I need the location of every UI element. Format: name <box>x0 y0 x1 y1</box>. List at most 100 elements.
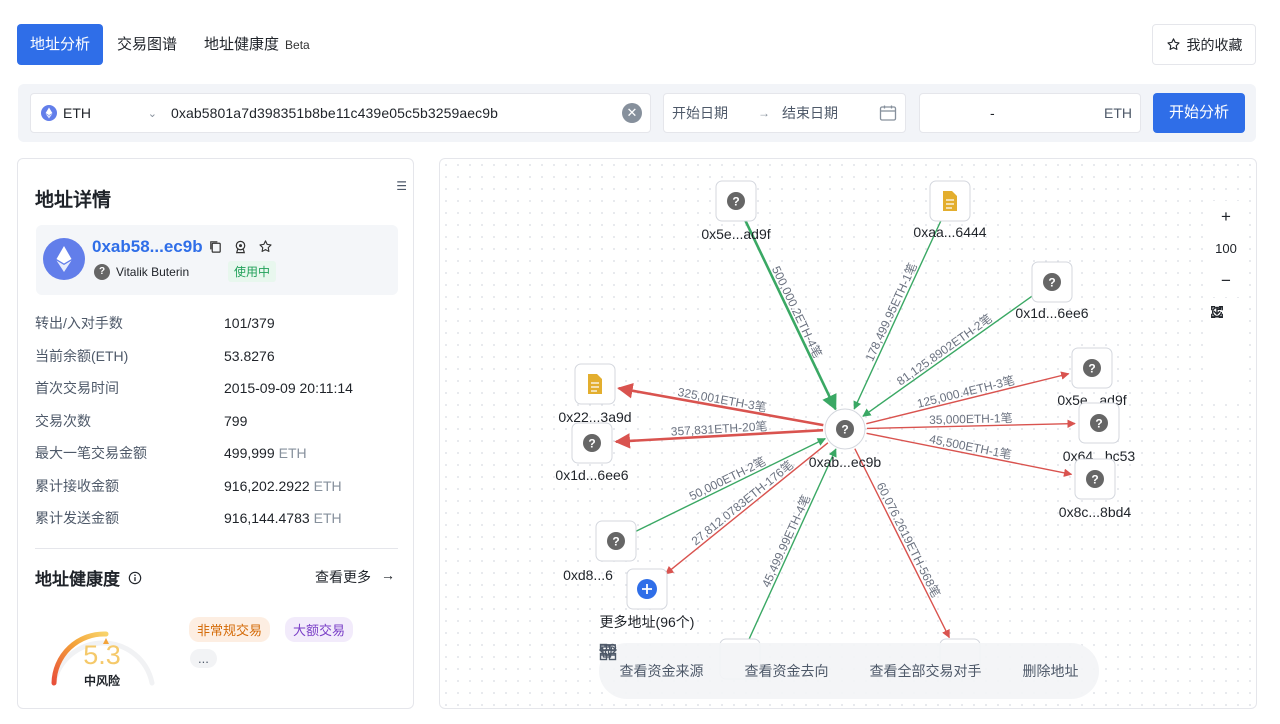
stat-label: 累计接收金额 <box>35 477 119 494</box>
edge-label: 325,001ETH-3笔 <box>677 384 768 415</box>
graph-edge[interactable] <box>866 432 1073 477</box>
end-date-input[interactable]: 结束日期 <box>782 105 838 121</box>
tab-address-health[interactable]: 地址健康度 Beta <box>191 24 323 65</box>
address-node[interactable]: ?0x1d...6ee6 <box>555 422 629 483</box>
graph-edge[interactable] <box>853 220 942 410</box>
action-label: 查看全部交易对手 <box>869 663 982 679</box>
tab-transaction-graph[interactable]: 交易图谱 <box>117 36 178 53</box>
tab-address-analysis[interactable]: 地址分析 <box>17 24 104 65</box>
collapse-menu-icon[interactable]: ☰ <box>396 179 407 193</box>
edge-label: 45,499.99ETH-4笔 <box>758 492 813 589</box>
node-label: 0x5e...ad9f <box>701 226 770 242</box>
graph-edge[interactable] <box>748 448 837 640</box>
zoom-level: 100 <box>1210 233 1242 265</box>
address-node[interactable]: ?0x5e...ad9f <box>701 180 771 242</box>
more-tags[interactable]: ... <box>190 649 217 668</box>
address-short[interactable]: 0xab58...ec9b <box>92 237 203 256</box>
address-detail-panel: 地址详情 ☰ 0xab58...ec9b ? Vitalik Buterin 使… <box>17 158 414 709</box>
question-icon: ? <box>1083 359 1101 377</box>
edge-label: 35,000ETH-1笔 <box>929 410 1013 427</box>
graph-edge[interactable] <box>866 371 1070 425</box>
label-icon[interactable] <box>233 239 248 254</box>
stat-label: 交易次数 <box>35 412 91 429</box>
address-node[interactable]: 0xaa...6444 <box>913 180 987 240</box>
copy-icon[interactable] <box>208 239 223 254</box>
graph-edge[interactable] <box>665 442 829 575</box>
start-analysis-button[interactable]: 开始分析 <box>1153 93 1245 133</box>
download-icon[interactable] <box>1210 306 1242 401</box>
beta-badge: Beta <box>285 38 310 52</box>
amount-range-field[interactable]: - ETH <box>919 93 1141 133</box>
graph-edge[interactable] <box>635 438 826 532</box>
stat-label: 累计发送金额 <box>35 510 119 527</box>
clear-icon[interactable]: ✕ <box>622 103 642 123</box>
question-icon: ? <box>94 264 110 280</box>
zoom-in-button[interactable]: + <box>1210 201 1242 233</box>
address-node[interactable]: 0x22...3a9d <box>558 363 632 425</box>
view-all-counterparties-button[interactable]: 查看全部交易对手 <box>599 643 982 681</box>
chain-select[interactable]: ETH ⌄ <box>31 105 171 121</box>
question-icon: ? <box>607 532 625 550</box>
stat-value: 499,999 <box>224 445 275 462</box>
node-label: 0x1d...6ee6 <box>1015 305 1088 321</box>
address-node[interactable]: ?0x1d...6ee6 <box>1015 261 1089 321</box>
stat-label: 当前余额(ETH) <box>35 347 129 364</box>
node-label: 0x1d...6ee6 <box>555 467 628 483</box>
info-icon[interactable] <box>128 571 142 585</box>
stat-label: 首次交易时间 <box>35 380 119 397</box>
status-badge: 使用中 <box>228 261 277 282</box>
address-node[interactable]: ?0x64...bc53 <box>1063 402 1136 464</box>
see-more-link[interactable]: 查看更多 → <box>315 567 395 587</box>
star-icon[interactable] <box>258 239 273 254</box>
question-icon: ? <box>1090 414 1108 432</box>
graph-edge[interactable] <box>866 419 1076 430</box>
stat-unit: ETH <box>278 445 307 462</box>
edge-label: 60,076.2619ETH-568笔 <box>874 480 944 600</box>
stat-label: 最大一笔交易金额 <box>35 445 147 462</box>
stat-value: 2015-09-09 20:11:14 <box>224 380 353 397</box>
graph-edge[interactable] <box>854 448 950 639</box>
stat-row: 当前余额(ETH) 53.8276 <box>35 340 395 373</box>
fullscreen-icon[interactable] <box>1210 306 1242 369</box>
action-label: 删除地址 <box>1022 663 1079 679</box>
stat-value: 53.8276 <box>224 347 275 364</box>
view-fund-destination-button[interactable]: 查看资金去向 <box>600 644 829 681</box>
tab-address-health-label: 地址健康度 <box>204 36 280 53</box>
start-date-input[interactable]: 开始日期 <box>672 105 728 121</box>
address-node[interactable]: ?0x8c...8bd4 <box>1059 458 1132 520</box>
risk-tag[interactable]: 大额交易 <box>285 617 354 642</box>
more-addresses-node[interactable]: 更多地址(96个) <box>600 568 695 630</box>
stat-value: 799 <box>224 412 248 429</box>
edge-label: 500,000.2ETH-4笔 <box>769 263 826 360</box>
view-fund-source-button[interactable]: 查看资金来源 <box>599 644 704 681</box>
star-icon <box>1166 38 1180 50</box>
zoom-out-button[interactable]: − <box>1210 265 1242 297</box>
graph-edge[interactable] <box>744 220 837 411</box>
date-range-field[interactable]: 开始日期 → 结束日期 <box>663 93 906 133</box>
node-label: 0xd8...6 <box>563 567 613 583</box>
center-address-node[interactable]: ?0xab...ec9b <box>809 408 882 470</box>
chevron-down-icon: ⌄ <box>147 107 157 120</box>
calendar-icon <box>879 105 897 121</box>
chain-label: ETH <box>63 105 91 121</box>
document-icon <box>588 374 602 394</box>
address-node[interactable]: ?0x5e...ad9f <box>1057 347 1127 408</box>
amount-separator: - <box>990 105 995 121</box>
eth-avatar <box>43 238 85 280</box>
graph-edge[interactable] <box>614 428 824 449</box>
graph-edge[interactable] <box>862 294 1035 417</box>
graph-edge[interactable] <box>617 383 824 427</box>
address-input[interactable]: 0xab5801a7d398351b8be11c439e05c5b3259aec… <box>171 105 499 121</box>
edge-label: 45,500ETH-1笔 <box>928 431 1013 462</box>
stat-row: 交易次数 799 <box>35 405 395 438</box>
delete-address-button[interactable]: 删除地址 <box>601 644 1079 681</box>
favorites-button[interactable]: 我的收藏 <box>1152 24 1256 65</box>
address-node[interactable]: ? 0xd8...6 <box>563 520 637 583</box>
risk-tag[interactable]: 非常规交易 <box>189 617 271 642</box>
